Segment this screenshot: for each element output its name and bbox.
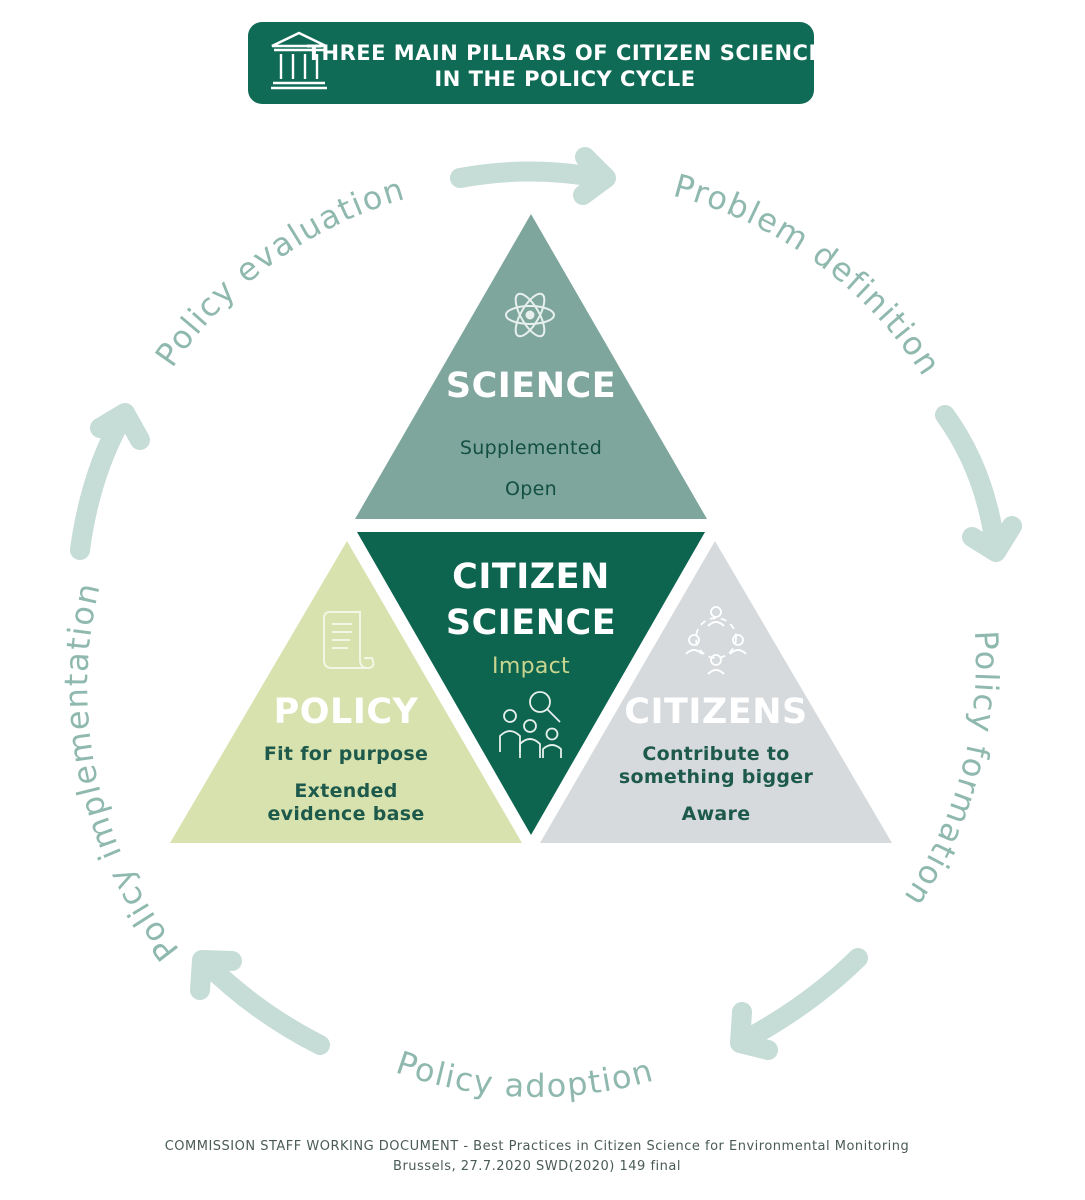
cycle-arrow-right: [935, 405, 1022, 562]
science-triangle: [355, 214, 707, 519]
citizens-line3: Aware: [682, 803, 751, 825]
people-magnifier-icon: [499, 691, 562, 758]
citizen-science-subtitle: Impact: [492, 654, 570, 679]
header-title-line1: THREE MAIN PILLARS OF CITIZEN SCIENCE: [307, 41, 824, 65]
cycle-label-policy-implementation: Policy implementation: [57, 578, 186, 968]
cycle-label-problem-definition: Problem definition: [670, 166, 949, 382]
policy-line2: Extended: [294, 780, 397, 802]
pillars-building-icon: [271, 31, 327, 90]
header-background: [248, 22, 814, 104]
citizen-science-title-line1: CITIZEN: [452, 557, 610, 597]
header-banner: THREE MAIN PILLARS OF CITIZEN SCIENCE IN…: [248, 22, 823, 104]
policy-line1: Fit for purpose: [264, 743, 428, 765]
cycle-arrow-top: [450, 147, 616, 205]
cycle-label-policy-formation: Policy formation: [896, 630, 1006, 915]
atom-icon: [505, 292, 555, 338]
cycle-arrow-bottom-left: [190, 950, 330, 1055]
science-title: SCIENCE: [446, 366, 616, 406]
policy-cycle-arrows: [70, 147, 1022, 1060]
header-title-line2: IN THE POLICY CYCLE: [434, 67, 695, 91]
citizen-science-triangle: [357, 532, 705, 835]
science-line1: Supplemented: [460, 437, 602, 459]
cycle-arrow-bottom-right: [730, 948, 868, 1060]
citizens-triangle: [540, 541, 892, 843]
citizens-line2: something bigger: [619, 766, 814, 788]
citizen-science-title-line2: SCIENCE: [446, 603, 616, 643]
footer-line2: Brussels, 27.7.2020 SWD(2020) 149 final: [393, 1159, 681, 1174]
cycle-arrow-left: [70, 403, 150, 560]
cycle-label-policy-evaluation: Policy evaluation: [148, 170, 410, 374]
scroll-document-icon: [323, 611, 375, 670]
cycle-label-policy-adoption: Policy adoption: [392, 1043, 658, 1105]
policy-title: POLICY: [274, 692, 419, 732]
science-line2: Open: [505, 478, 557, 500]
footer-line1: COMMISSION STAFF WORKING DOCUMENT - Best…: [165, 1139, 910, 1154]
citizens-title: CITIZENS: [624, 692, 807, 732]
policy-line3: evidence base: [267, 803, 424, 825]
people-circle-icon: [685, 606, 747, 675]
citizens-line1: Contribute to: [642, 743, 789, 765]
policy-triangle: [170, 541, 522, 843]
